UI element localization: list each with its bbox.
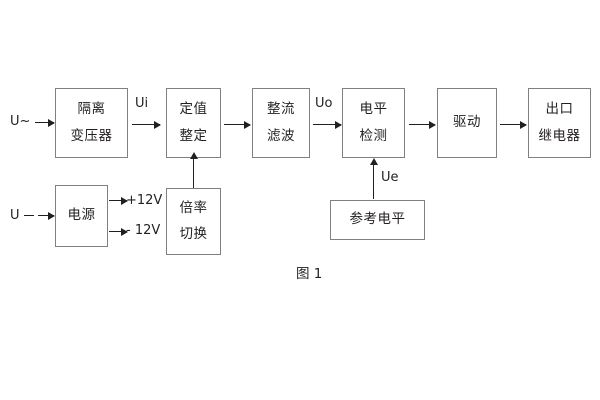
block-reference-level[interactable]: 参考电平 xyxy=(330,200,425,240)
block-setting-value-line1: 定值 xyxy=(179,101,208,117)
block-output-relay-line2: 继电器 xyxy=(538,127,581,144)
block-setting-value[interactable]: 定值 整定 xyxy=(166,88,221,158)
block-isolation-transformer-line2: 变压器 xyxy=(70,127,113,144)
arrow-input-dc-to-power-supply xyxy=(38,211,55,220)
arrow-power-supply-negative xyxy=(109,227,128,236)
block-drive[interactable]: 驱动 xyxy=(437,88,497,158)
block-reference-level-line1: 参考电平 xyxy=(349,211,406,228)
arrow-setting-to-rectify xyxy=(224,120,251,129)
arrow-power-supply-positive xyxy=(109,196,128,205)
signal-uo-label: Uo xyxy=(315,96,333,111)
block-power-supply-line1: 电源 xyxy=(67,207,96,224)
block-multiplier-switch[interactable]: 倍率 切换 xyxy=(166,188,221,255)
block-level-detect-line2: 检测 xyxy=(359,127,388,144)
block-isolation-transformer-line1: 隔离 xyxy=(77,101,106,117)
block-multiplier-switch-line1: 倍率 xyxy=(179,199,208,216)
arrow-drive-to-output-relay xyxy=(500,120,527,129)
block-output-relay[interactable]: 出口 继电器 xyxy=(528,88,591,158)
arrow-rectify-to-level-detect xyxy=(313,120,342,129)
block-level-detect[interactable]: 电平 检测 xyxy=(342,88,405,158)
input-dc-dash-segment xyxy=(24,215,34,216)
arrow-level-detect-to-drive xyxy=(409,120,436,129)
signal-ui-label: Ui xyxy=(135,96,149,111)
block-setting-value-line2: 整定 xyxy=(179,127,208,144)
arrow-reference-to-level-detect xyxy=(369,158,378,199)
block-isolation-transformer[interactable]: 隔离 变压器 xyxy=(55,88,128,158)
arrow-isolation-to-setting xyxy=(132,120,161,129)
arrow-multiplier-to-setting xyxy=(189,152,198,188)
figure-caption: 图 1 xyxy=(296,266,323,282)
block-multiplier-switch-line2: 切换 xyxy=(179,226,208,242)
signal-ue-label: Ue xyxy=(381,170,399,185)
block-rectify-filter-line1: 整流 xyxy=(267,101,295,117)
supply-negative-label: - 12V xyxy=(126,223,161,238)
supply-positive-label: +12V xyxy=(126,193,163,208)
block-power-supply[interactable]: 电源 xyxy=(55,185,108,247)
block-rectify-filter-line2: 滤波 xyxy=(267,127,295,144)
block-drive-line1: 驱动 xyxy=(453,114,481,131)
input-ac-label: U~ xyxy=(10,114,31,129)
input-dc-label: U xyxy=(10,208,20,223)
arrow-input-ac-to-isolation xyxy=(35,118,55,127)
block-rectify-filter[interactable]: 整流 滤波 xyxy=(252,88,310,158)
block-output-relay-line1: 出口 xyxy=(545,101,574,117)
block-level-detect-line1: 电平 xyxy=(359,101,388,117)
